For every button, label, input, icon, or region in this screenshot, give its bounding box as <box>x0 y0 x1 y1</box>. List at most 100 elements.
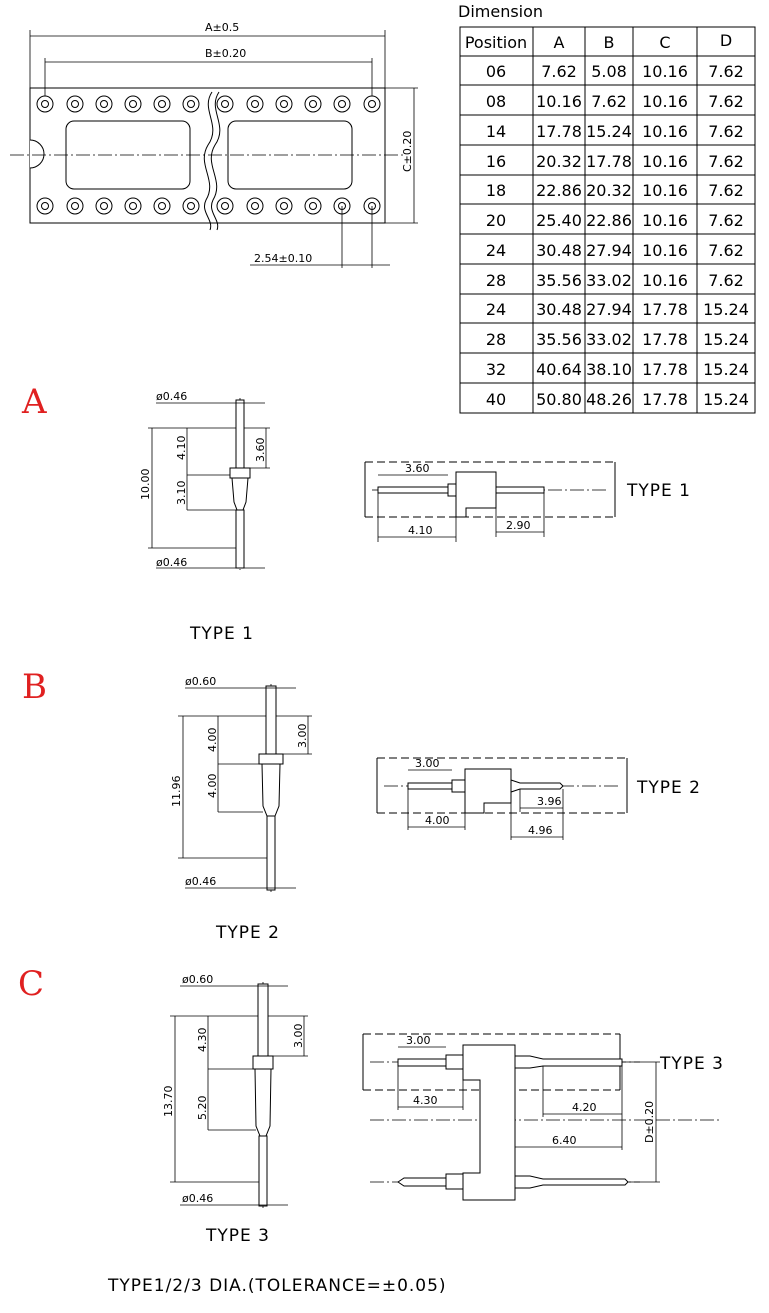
side-dim-2-label: 4.30 <box>413 1094 438 1107</box>
table-cell: 17.78 <box>642 360 688 379</box>
side-dim-4-label: 6.40 <box>552 1134 577 1147</box>
table-cell: 10.16 <box>642 241 688 260</box>
side-dim-3-label: 3.96 <box>537 795 562 808</box>
table-cell: 30.48 <box>536 241 582 260</box>
break-line <box>210 91 221 231</box>
socket-body <box>29 87 386 224</box>
side-dim-5-label: D±0.20 <box>643 1101 656 1143</box>
table-cell: 10.16 <box>642 92 688 111</box>
table-cell: 7.62 <box>708 271 744 290</box>
table-cell: 20.32 <box>536 152 582 171</box>
side-type-label: TYPE 3 <box>659 1054 724 1074</box>
table-cell: 7.62 <box>591 92 627 111</box>
pitch-label: 2.54±0.10 <box>254 252 312 265</box>
table-cell: 17.78 <box>586 152 632 171</box>
dia-bottom-label: ø0.46 <box>156 556 187 569</box>
table-caption: Dimension <box>458 2 543 21</box>
upper-length-label: 4.10 <box>175 436 188 461</box>
table-cell: 22.86 <box>586 211 632 230</box>
table-cell: 40 <box>486 390 506 409</box>
table-header-cell: Position <box>465 33 527 52</box>
table-cell: 7.62 <box>708 241 744 260</box>
table-cell: 15.24 <box>703 390 749 409</box>
table-header-cell: C <box>659 33 670 52</box>
socket-window-right <box>227 120 353 190</box>
side-dim-3-label: 4.20 <box>572 1101 597 1114</box>
side-dim-1-label: 3.00 <box>415 757 440 770</box>
section-letter-b: B <box>22 667 47 707</box>
table-cell: 17.78 <box>536 122 582 141</box>
type2-side-view: 3.00 4.00 3.96 4.96 <box>376 757 628 840</box>
section-b: B ø0.60 ø0.46 11.96 4.00 4.00 3.00 <box>22 667 700 943</box>
lower-length-label: 4.00 <box>206 774 219 799</box>
table-cell: 28 <box>486 271 506 290</box>
table-cell: 33.02 <box>586 330 632 349</box>
dia-bottom-label: ø0.46 <box>185 875 216 888</box>
dim-b-label: B±0.20 <box>205 47 246 60</box>
section-a: A ø0.46 ø0.46 10.00 4.10 3.10 3.60 <box>21 382 691 644</box>
side-dim-4-label: 4.96 <box>528 824 553 837</box>
dim-c-label: C±0.20 <box>401 131 414 172</box>
table-cell: 14 <box>486 122 506 141</box>
table-cell: 15.24 <box>586 122 632 141</box>
upper-right-length-label: 3.00 <box>296 724 309 749</box>
side-dim-1-label: 3.60 <box>405 462 430 475</box>
socket-pins-top <box>36 95 381 113</box>
side-dim-3-label: 2.90 <box>506 519 531 532</box>
section-c: C ø0.60 ø0.46 13.70 4.30 5.20 3.00 <box>18 964 724 1246</box>
table-cell: 10.16 <box>642 181 688 200</box>
table-cell: 33.02 <box>586 271 632 290</box>
table-cell: 48.26 <box>586 390 632 409</box>
table-cell: 18 <box>486 181 506 200</box>
table-cell: 08 <box>486 92 506 111</box>
table-cell: 16 <box>486 152 506 171</box>
table-cell: 50.80 <box>536 390 582 409</box>
table-cell: 35.56 <box>536 330 582 349</box>
table-cell: 10.16 <box>642 122 688 141</box>
table-cell: 24 <box>486 241 506 260</box>
table-cell: 10.16 <box>642 152 688 171</box>
total-length-label: 13.70 <box>162 1086 175 1118</box>
table-cell: 15.24 <box>703 330 749 349</box>
table-cell: 5.08 <box>591 62 627 81</box>
table-cell: 10.16 <box>536 92 582 111</box>
side-dim-2-label: 4.00 <box>425 814 450 827</box>
type-caption: TYPE 1 <box>189 624 254 644</box>
side-type-label: TYPE 1 <box>626 481 691 501</box>
table-cell: 7.62 <box>708 181 744 200</box>
table-cell: 30.48 <box>536 300 582 319</box>
type2-pin-front-view: ø0.60 ø0.46 11.96 4.00 4.00 3.00 <box>170 675 312 892</box>
table-cell: 20.32 <box>586 181 632 200</box>
table-cell: 32 <box>486 360 506 379</box>
table-cell: 7.62 <box>708 122 744 141</box>
dia-top-label: ø0.46 <box>156 390 187 403</box>
table-cell: 24 <box>486 300 506 319</box>
lower-length-label: 5.20 <box>196 1096 209 1121</box>
table-cell: 27.94 <box>586 241 632 260</box>
table-cell: 7.62 <box>541 62 577 81</box>
type3-pin-front-view: ø0.60 ø0.46 13.70 4.30 5.20 3.00 <box>162 973 308 1208</box>
total-length-label: 11.96 <box>170 776 183 808</box>
dia-bottom-label: ø0.46 <box>182 1192 213 1205</box>
table-cell: 38.10 <box>586 360 632 379</box>
table-cell: 35.56 <box>536 271 582 290</box>
section-letter-c: C <box>18 964 44 1004</box>
table-header-cell: D <box>720 31 732 50</box>
table-cell: 10.16 <box>642 211 688 230</box>
side-dim-2-label: 4.10 <box>408 524 433 537</box>
type1-side-view: 3.60 4.10 2.90 <box>364 461 616 542</box>
section-letter-a: A <box>21 382 47 422</box>
side-dim-1-label: 3.00 <box>406 1034 431 1047</box>
socket-pins-bottom <box>36 197 381 215</box>
table-cell: 7.62 <box>708 211 744 230</box>
